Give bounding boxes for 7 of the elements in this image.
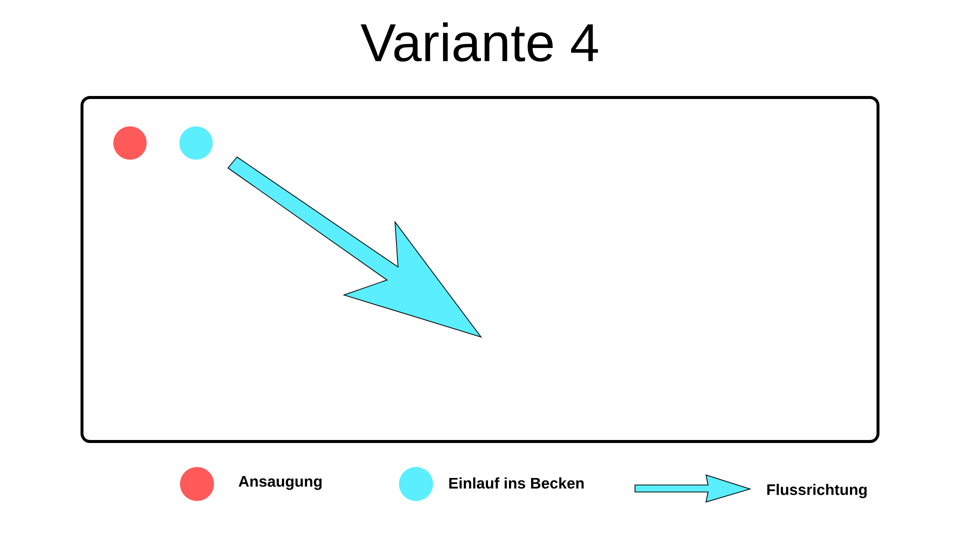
legend-text: Flussrichtung [767,484,867,498]
pool-outline [80,96,880,443]
legend-text: Einlauf ins Becken [449,477,584,489]
title: Variante 4 [360,22,598,62]
legend-text: Ansaugung [238,476,322,490]
outlet-circle [179,126,213,160]
outlet-circle [113,126,147,160]
